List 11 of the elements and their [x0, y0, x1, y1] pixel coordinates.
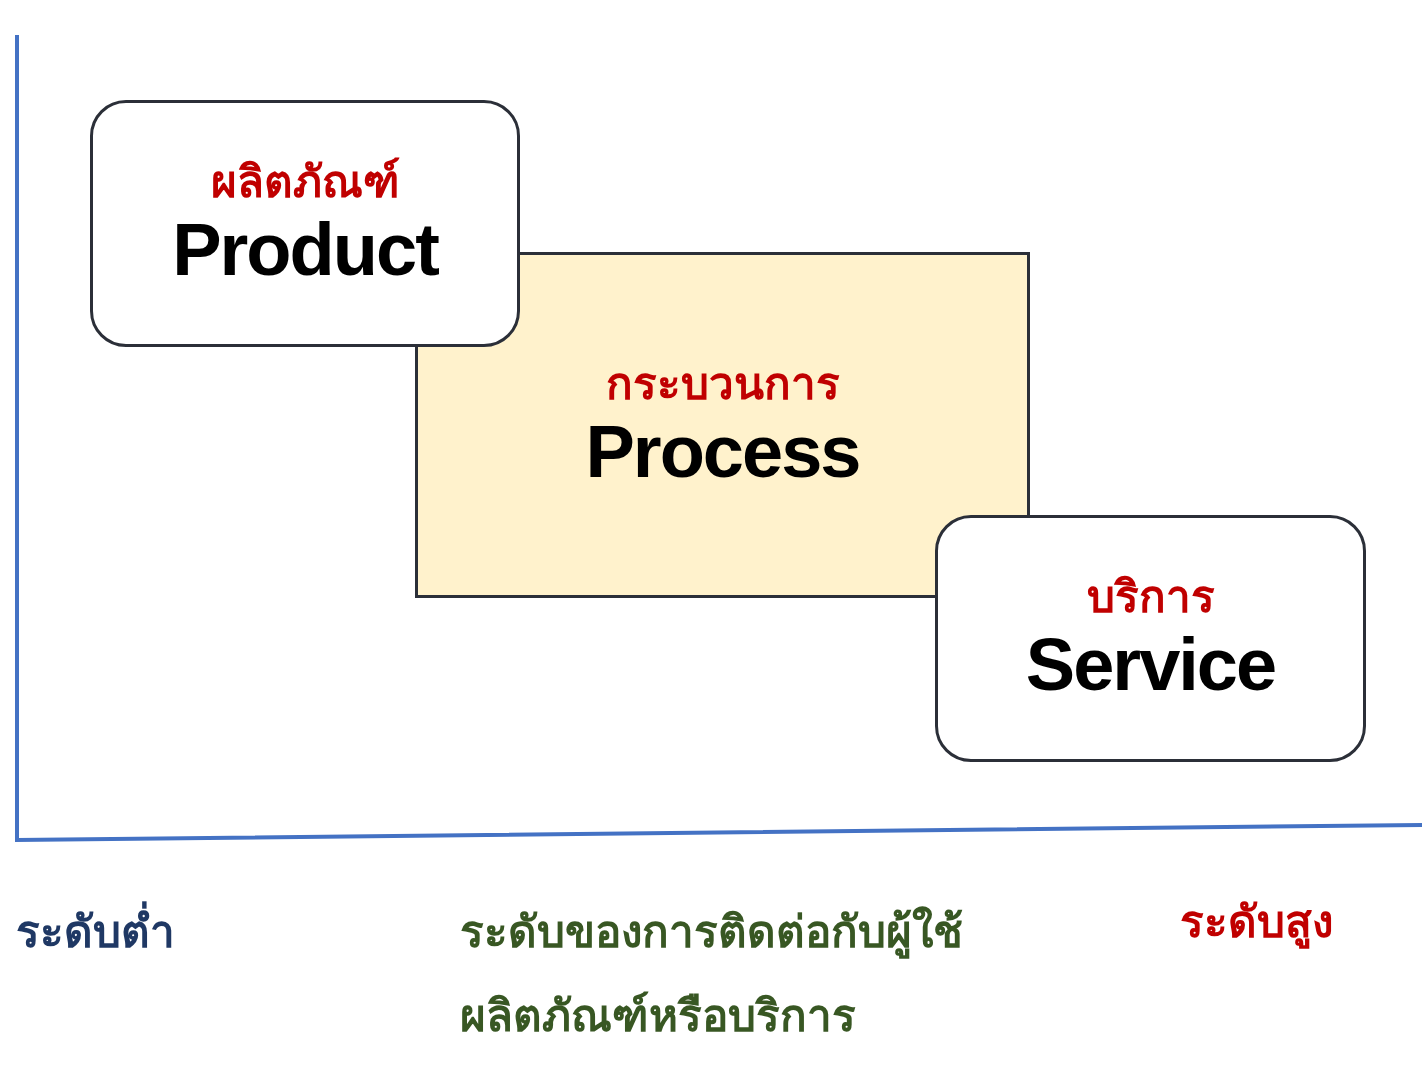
thai-title: ผลิตภัณฑ์: [210, 156, 400, 210]
english-title: Service: [1025, 624, 1276, 706]
axis-label: ระดับของการติดต่อกับผู้ใช้ผลิตภัณฑ์หรือบริการ: [460, 905, 964, 1043]
rounded-box: [90, 100, 520, 347]
axis-label: ระดับต่ำ: [16, 890, 276, 974]
rounded-box: [935, 515, 1366, 762]
axis-label: ระดับสูง: [1180, 895, 1334, 951]
thai-title: กระบวนการ: [605, 357, 840, 411]
english-title: Product: [172, 209, 438, 291]
english-title: Process: [585, 410, 860, 493]
thai-title: บริการ: [1086, 571, 1215, 625]
